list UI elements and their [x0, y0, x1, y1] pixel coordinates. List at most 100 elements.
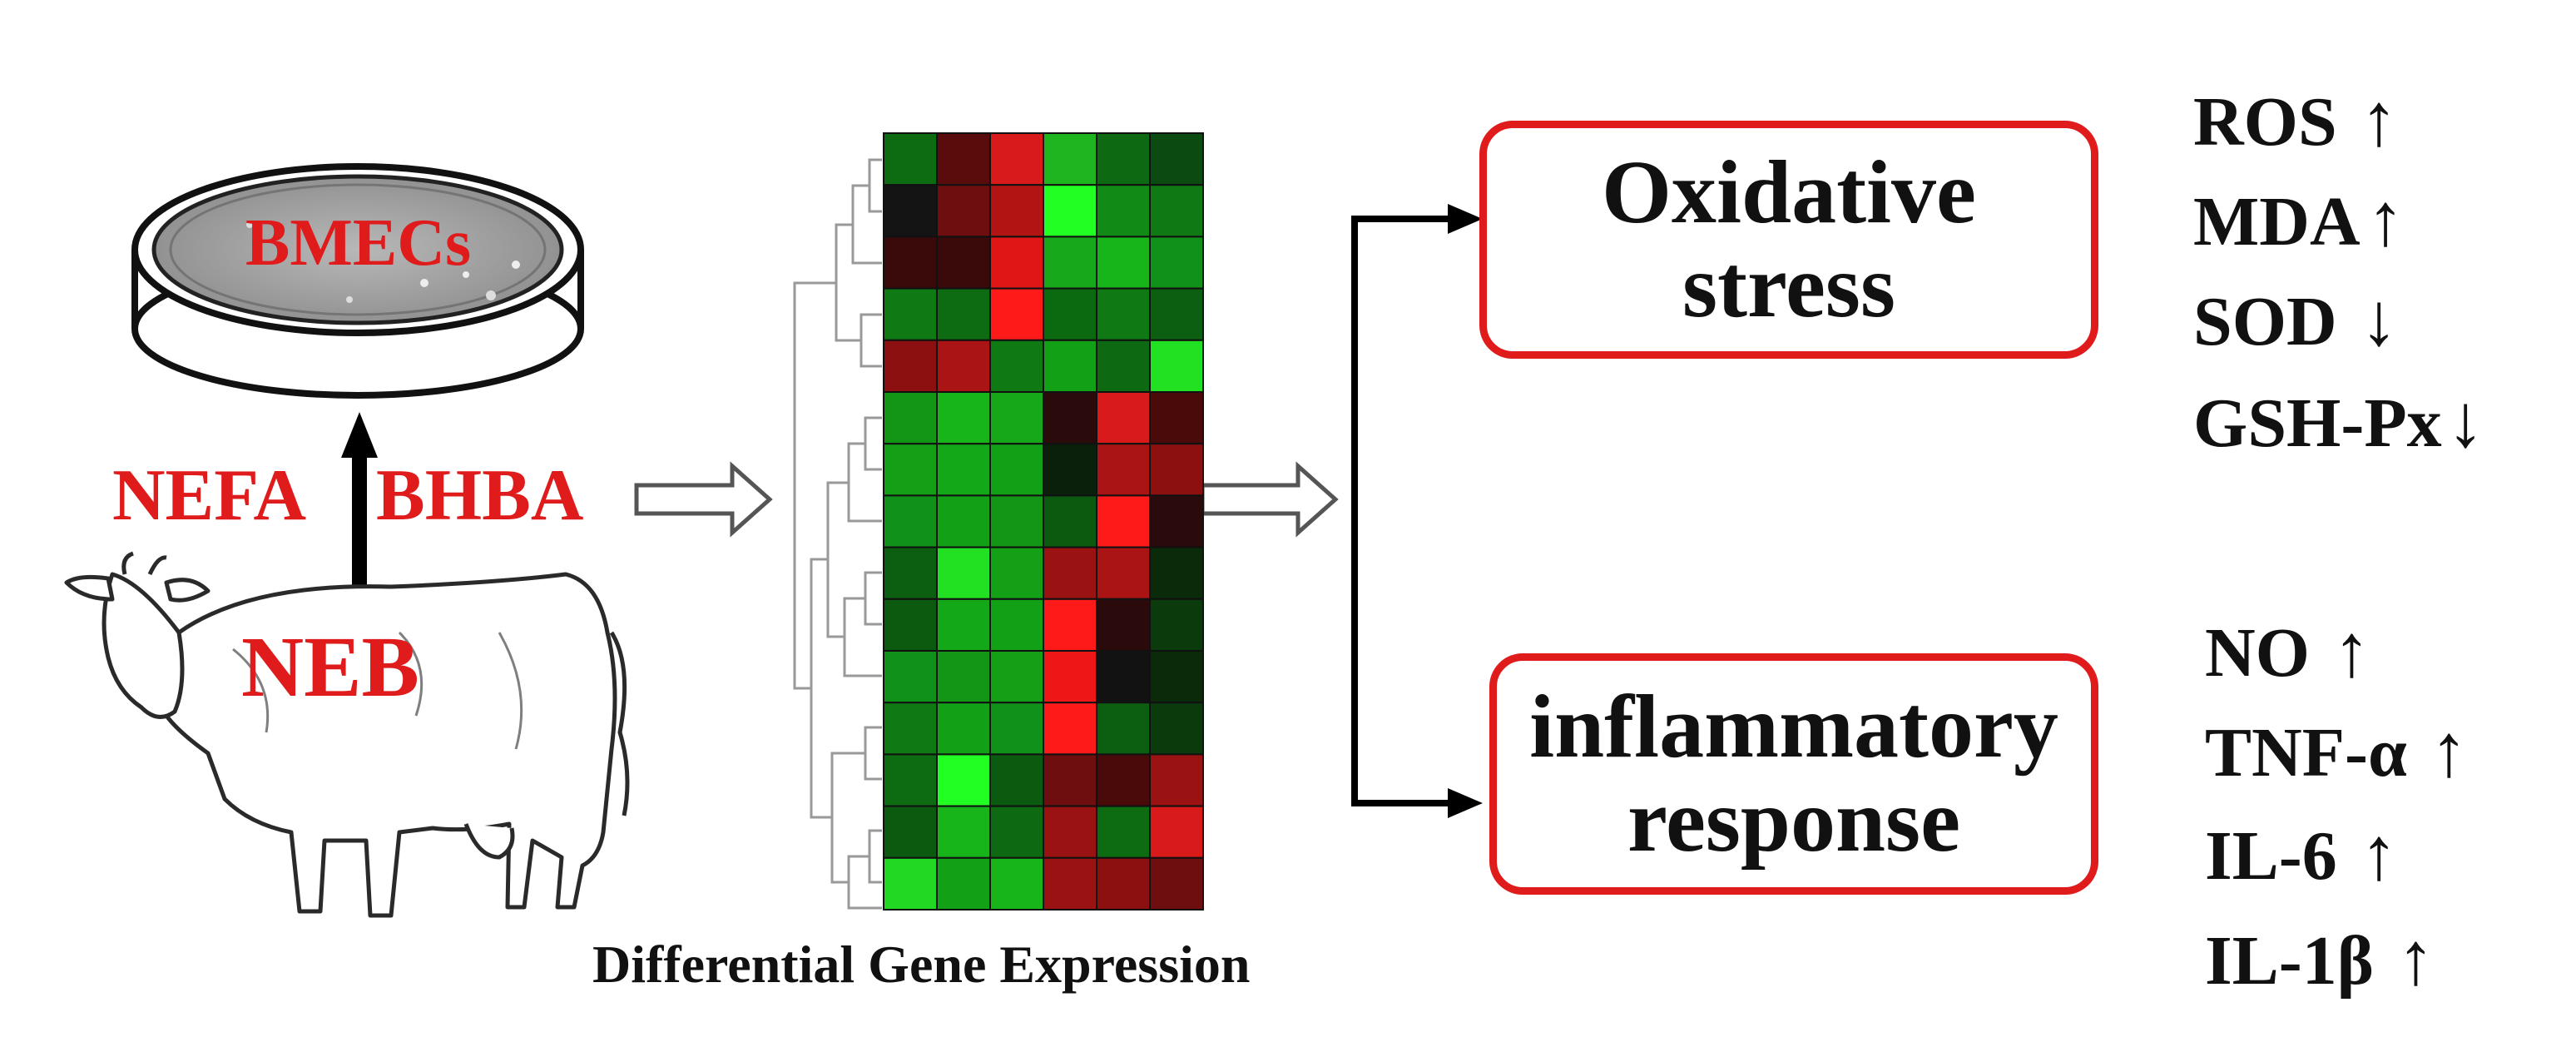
heatmap-cell [1149, 494, 1204, 548]
heatmap-cell [1043, 443, 1097, 497]
heatmap [883, 132, 1204, 911]
marker-sod: SOD↓ [2193, 283, 2398, 358]
heatmap-cell [883, 650, 938, 704]
heatmap-cell [1096, 546, 1151, 600]
heatmap-cell [883, 443, 938, 497]
heatmap-cell [1043, 546, 1097, 600]
heatmap-cell [1043, 391, 1097, 445]
heatmap-cell [1149, 184, 1204, 238]
marker-label: TNF-α [2205, 714, 2407, 791]
oxidative-stress-box: Oxidative stress [1479, 121, 2098, 359]
heatmap-cell [989, 702, 1044, 756]
heatmap-cell [1096, 339, 1151, 393]
heatmap-cell [1149, 339, 1204, 393]
heatmap-cell [936, 702, 991, 756]
heatmap-cell [1043, 650, 1097, 704]
heatmap-cell [1149, 391, 1204, 445]
heatmap-cell [936, 650, 991, 704]
hollow-arrow-right-icon [1200, 461, 1339, 538]
marker-label: SOD [2193, 283, 2337, 360]
heatmap-cell [936, 132, 991, 186]
metabolite-right-label: BHBA [376, 455, 584, 536]
heatmap-cell [1149, 443, 1204, 497]
heatmap-cell [883, 184, 938, 238]
heatmap-cell [989, 494, 1044, 548]
arrowhead-top-icon [1448, 204, 1483, 234]
heatmap-cell [989, 856, 1044, 911]
heatmap-cell [989, 391, 1044, 445]
heatmap-cell [1096, 443, 1151, 497]
heatmap-cell [936, 753, 991, 807]
heatmap-cell [1149, 236, 1204, 290]
cell-label: BMECs [245, 206, 472, 280]
heatmap-cell [1149, 702, 1204, 756]
heatmap-cell [1149, 753, 1204, 807]
dendrogram-icon [793, 158, 882, 910]
branch-connector [1351, 216, 1452, 806]
oxidative-stress-line1: Oxidative [1602, 142, 1976, 242]
heatmap-cell [1096, 287, 1151, 341]
up-arrow-icon: ↑ [2366, 179, 2405, 261]
marker-label: IL-6 [2205, 817, 2337, 895]
heatmap-cell [883, 856, 938, 911]
up-arrow-icon: ↑ [2430, 710, 2468, 792]
heatmap-cell [936, 546, 991, 600]
heatmap-cell [883, 598, 938, 652]
arrowhead-bottom-icon [1448, 788, 1483, 818]
heatmap-cell [1149, 856, 1204, 911]
up-arrow-icon: ↑ [2333, 610, 2370, 692]
marker-gsh-px: GSH-Px↓ [2193, 385, 2484, 459]
heatmap-cell [989, 287, 1044, 341]
metabolite-left-label: NEFA [112, 455, 307, 536]
heatmap-cell [883, 702, 938, 756]
heatmap-cell [883, 287, 938, 341]
hollow-arrow-left-icon [634, 461, 773, 538]
heatmap-cell [1043, 339, 1097, 393]
petri-dish-icon [131, 163, 584, 399]
heatmap-cell [1096, 598, 1151, 652]
heatmap-cell [989, 236, 1044, 290]
marker-no: NO↑ [2205, 614, 2370, 689]
heatmap-cell [1043, 184, 1097, 238]
heatmap-cell [1043, 856, 1097, 911]
heatmap-cell [936, 856, 991, 911]
heatmap-cell [1149, 287, 1204, 341]
marker-label: ROS [2193, 83, 2337, 161]
heatmap-cell [989, 132, 1044, 186]
heatmap-cell [883, 494, 938, 548]
heatmap-cell [989, 443, 1044, 497]
heatmap-cell [936, 443, 991, 497]
up-arrow-icon: ↑ [2360, 79, 2398, 161]
heatmap-cell [989, 805, 1044, 859]
heatmap-cell [936, 805, 991, 859]
heatmap-cell [1096, 650, 1151, 704]
marker-label: GSH-Px [2193, 385, 2442, 462]
heatmap-caption: Differential Gene Expression [592, 935, 1251, 994]
heatmap-cell [989, 339, 1044, 393]
heatmap-cell [1149, 650, 1204, 704]
marker-label: IL-1β [2205, 922, 2374, 1000]
heatmap-cell [936, 494, 991, 548]
heatmap-cell [1096, 391, 1151, 445]
heatmap-cell [1043, 702, 1097, 756]
heatmap-cell [883, 339, 938, 393]
marker-mda: MDA↑ [2193, 183, 2405, 258]
heatmap-cell [1149, 132, 1204, 186]
heatmap-cell [1096, 805, 1151, 859]
marker-label: NO [2205, 614, 2310, 692]
heatmap-cell [1043, 287, 1097, 341]
marker-tnf-alpha: TNF-α↑ [2205, 714, 2468, 789]
source-label: NEB [241, 619, 419, 715]
heatmap-cell [936, 391, 991, 445]
heatmap-cell [989, 598, 1044, 652]
oxidative-stress-line2: stress [1682, 237, 1895, 336]
heatmap-cell [936, 184, 991, 238]
heatmap-cell [1096, 236, 1151, 290]
heatmap-cell [883, 546, 938, 600]
inflammatory-response-line1: inflammatory [1529, 677, 2058, 777]
heatmap-cell [936, 236, 991, 290]
heatmap-cell [1096, 184, 1151, 238]
heatmap-cell [883, 391, 938, 445]
inflammatory-response-line2: response [1627, 772, 1961, 871]
